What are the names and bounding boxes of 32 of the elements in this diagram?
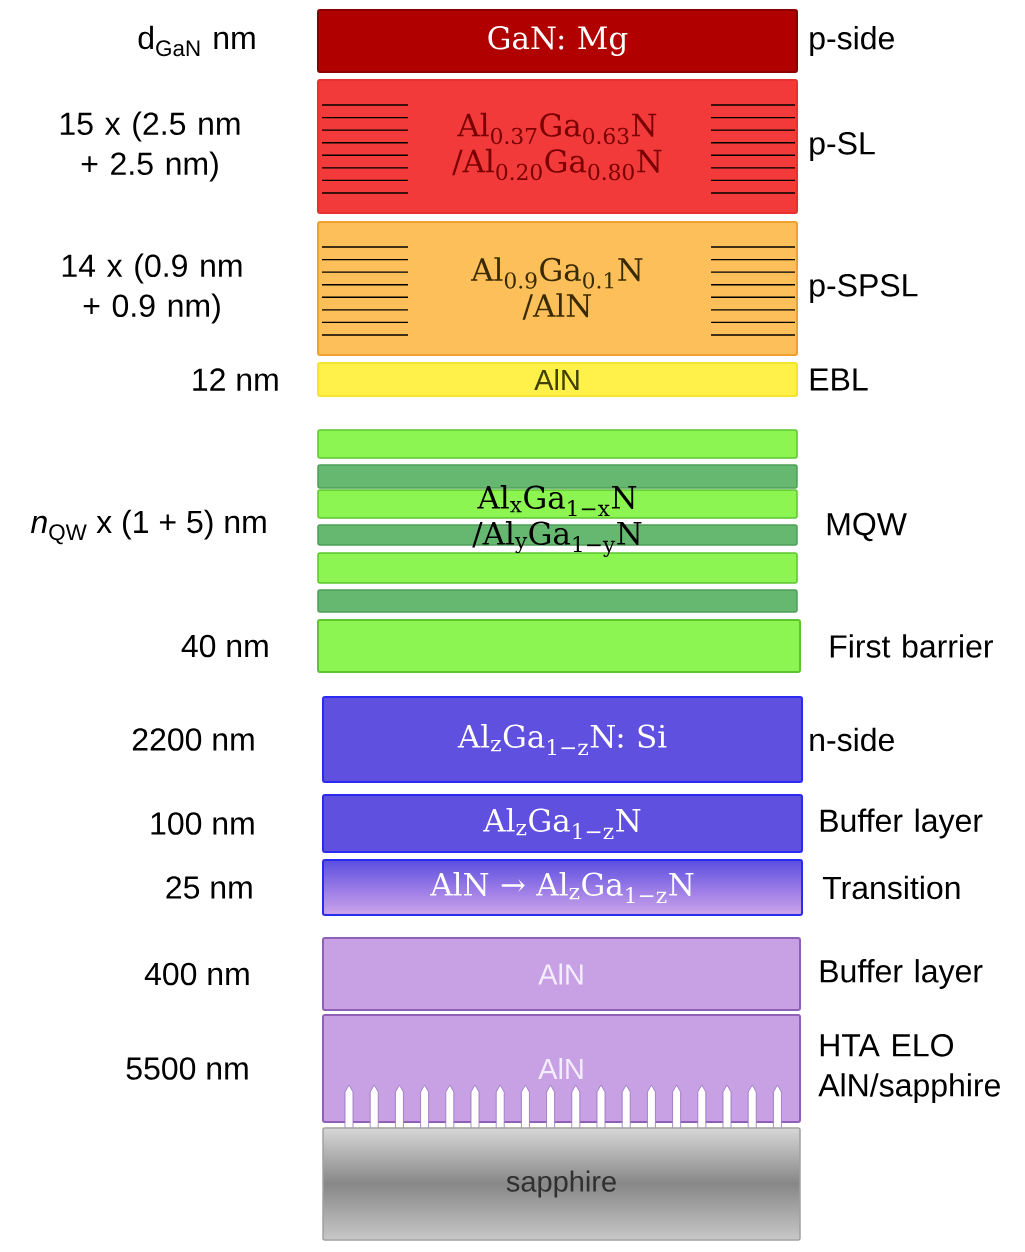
layer-thickness: 25 nm xyxy=(166,876,252,899)
layer-box: sapphire xyxy=(322,1127,801,1241)
layer-box: AlN xyxy=(322,937,801,1011)
layer-name: Buffer layer xyxy=(820,808,983,839)
layer-name: MQW xyxy=(827,512,907,542)
layer-name: Buffer layer xyxy=(820,959,983,989)
layer-box: Al$_{z}$Ga$_{1−z}$N xyxy=(322,794,803,853)
layer-name: p-SL xyxy=(810,132,875,161)
layer-box: GaN: Mg xyxy=(317,9,798,73)
layer-name: p-SPSL xyxy=(810,274,918,303)
superlattice-layer: Al$_{0.9}$Ga$_{0.1}$N /AlN xyxy=(317,221,798,356)
layer-name: EBL xyxy=(810,368,868,391)
layer-box: AlN → Al$_{z}$Ga$_{1−z}$N xyxy=(322,859,803,916)
layer-name: p-side xyxy=(810,26,894,56)
layer-thickness: 40 nm xyxy=(181,634,268,658)
layer-box xyxy=(317,619,801,673)
layer-name: Transition xyxy=(822,875,960,900)
layer-thickness: 14 x (0.9 nm + 0.9 nm) xyxy=(62,253,242,324)
layer-thickness: 15 x (2.5 nm + 2.5 nm) xyxy=(60,111,240,182)
layer-thickness: 100 nm xyxy=(151,812,254,835)
layer-thickness: 400 nm xyxy=(144,962,249,986)
layer-thickness: 2200 nm xyxy=(132,728,254,751)
superlattice-layer: Al$_{0.37}$Ga$_{0.63}$N /Al$_{0.20}$Ga$_{0.80}$N xyxy=(317,79,798,214)
layer-name: First barrier xyxy=(830,634,993,658)
layer-thickness: n$_{QW}$ x (1 + 5) nm xyxy=(30,509,266,545)
layer-thickness: 12 nm xyxy=(193,368,278,391)
layer-box: AlN xyxy=(317,362,798,397)
layer-thickness: d$_{GaN}$ nm xyxy=(138,25,255,57)
layer-thickness: 5500 nm xyxy=(126,1057,248,1080)
layer-name: HTA ELO AlN/sapphire xyxy=(818,1034,1000,1103)
layer-box: Al$_{z}$Ga$_{1−z}$N: Si xyxy=(322,696,803,783)
layer-name: n-side xyxy=(810,727,894,752)
